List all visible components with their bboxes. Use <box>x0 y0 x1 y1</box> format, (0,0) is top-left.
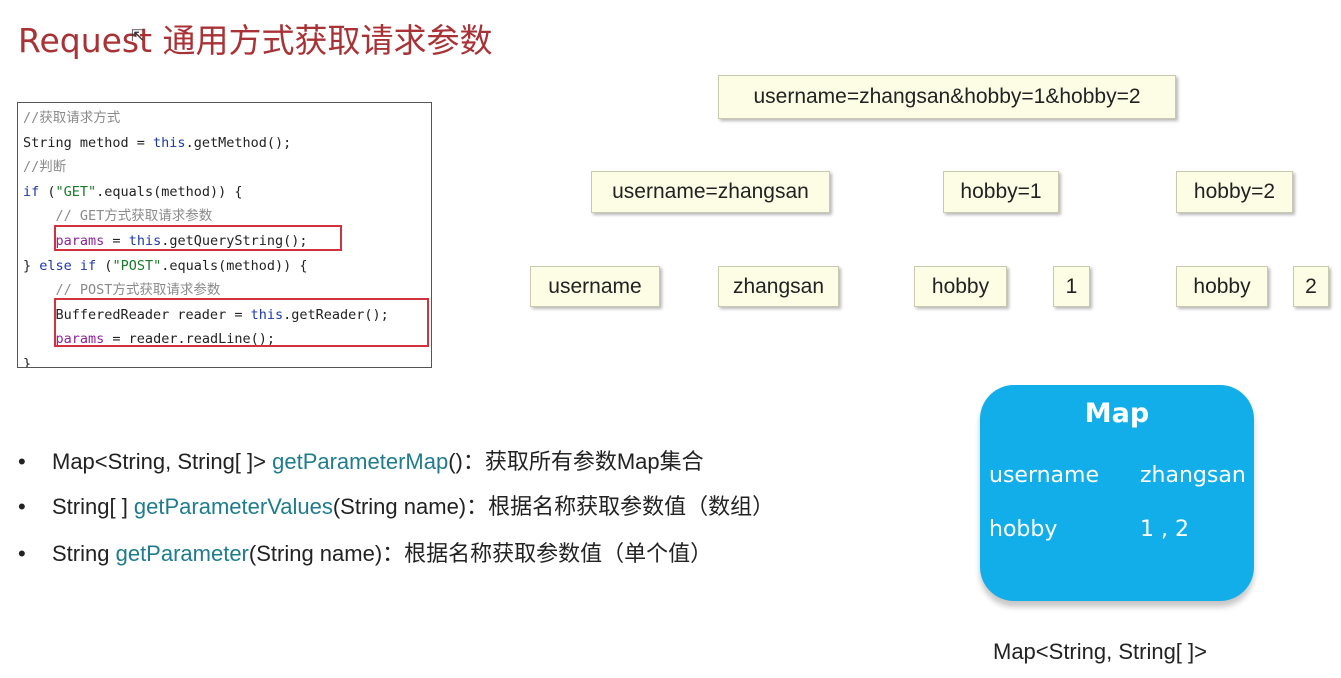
code-token: "POST" <box>112 257 162 274</box>
code-line: params = this.getQueryString(); <box>23 229 431 254</box>
code-token <box>23 331 56 347</box>
code-token: BufferedReader reader = <box>23 306 251 323</box>
map-key-hobby: hobby <box>989 517 1058 542</box>
code-token: params <box>55 331 105 348</box>
bullet-suffix: (String name)：根据名称获取参数值（数组） <box>332 494 775 519</box>
code-token: .getQueryString(); <box>161 232 308 249</box>
code-line: //判断 <box>23 155 431 180</box>
bullet-get-parameter: • String getParameter(String name)：根据名称获取… <box>18 536 712 568</box>
code-line: // POST方式获取请求参数 <box>23 278 431 303</box>
map-value-zhangsan: zhangsan <box>1140 463 1246 488</box>
code-token: .getReader(); <box>283 306 389 323</box>
code-token <box>23 233 56 249</box>
code-line: } else if ("POST".equals(method)) { <box>23 254 431 279</box>
bullet-method: getParameterValues <box>133 494 333 519</box>
code-token: = reader.readLine(); <box>104 331 275 348</box>
code-token: .equals(method)) { <box>96 183 243 200</box>
code-token: // GET方式获取请求参数 <box>23 208 213 225</box>
token-value-2: 2 <box>1293 266 1329 307</box>
map-key-username: username <box>989 463 1099 488</box>
code-token: else if <box>39 257 97 274</box>
code-line: // GET方式获取请求参数 <box>23 204 431 229</box>
bullet-dot: • <box>18 541 26 566</box>
code-token: if <box>23 183 40 200</box>
code-line: //获取请求方式 <box>23 106 431 131</box>
code-token: this <box>153 134 186 151</box>
mouse-cursor-icon: ⇱ <box>131 28 145 45</box>
highlight-get-box <box>54 225 342 251</box>
token-pair-username: username=zhangsan <box>591 171 830 213</box>
code-token: = <box>104 232 129 249</box>
token-value-1: 1 <box>1053 266 1090 307</box>
code-token: .getMethod(); <box>185 134 292 151</box>
code-line: if ("GET".equals(method)) { <box>23 180 431 205</box>
code-line: params = reader.readLine(); <box>23 327 431 352</box>
bullet-method: getParameterMap <box>272 449 449 474</box>
code-token: } <box>23 257 40 274</box>
code-token: String method = <box>23 134 154 151</box>
bullet-suffix: (String name)：根据名称获取参数值（单个值） <box>248 541 713 566</box>
token-pair-hobby1: hobby=1 <box>943 171 1059 213</box>
bullet-method: getParameter <box>115 541 249 566</box>
map-value-hobby: 1 , 2 <box>1140 517 1189 542</box>
code-line: BufferedReader reader = this.getReader()… <box>23 303 431 328</box>
map-card: Map username zhangsan hobby 1 , 2 <box>980 385 1254 601</box>
code-token: ( <box>39 183 56 200</box>
bullet-prefix: String[ ] <box>52 494 134 519</box>
code-token: //获取请求方式 <box>23 110 121 126</box>
code-token: ( <box>96 257 113 274</box>
code-token: this <box>250 306 284 323</box>
bullet-get-parameter-map: • Map<String, String[ ]> getParameterMap(… <box>18 444 704 476</box>
bullet-prefix: String <box>52 541 116 566</box>
bullet-get-parameter-values: • String[ ] getParameterValues(String nam… <box>18 489 774 521</box>
code-token: "GET" <box>55 183 97 200</box>
token-full-query: username=zhangsan&hobby=1&hobby=2 <box>718 75 1176 119</box>
map-type-caption: Map<String, String[ ]> <box>993 639 1207 664</box>
bullet-prefix: Map<String, String[ ]> <box>52 449 273 474</box>
bullet-suffix: ()：获取所有参数Map集合 <box>448 449 704 474</box>
token-value-zhangsan: zhangsan <box>718 266 839 307</box>
highlight-post-box <box>54 298 429 347</box>
code-token: params <box>55 232 105 249</box>
code-line: } <box>23 352 431 368</box>
code-token: //判断 <box>23 159 67 176</box>
map-title: Map <box>1084 398 1150 429</box>
token-key-hobby-1: hobby <box>914 266 1007 307</box>
code-token: } <box>23 355 32 368</box>
code-token: .equals(method)) { <box>161 257 308 274</box>
bullet-dot: • <box>18 494 26 519</box>
code-token: this <box>128 232 162 249</box>
code-token: // POST方式获取请求参数 <box>23 282 221 299</box>
token-key-username: username <box>530 266 660 307</box>
page-title: Request 通用方式获取请求参数 <box>18 21 493 60</box>
token-key-hobby-2: hobby <box>1176 266 1268 307</box>
token-pair-hobby2: hobby=2 <box>1176 171 1293 213</box>
code-line: String method = this.getMethod(); <box>23 131 431 156</box>
bullet-dot: • <box>18 449 26 474</box>
